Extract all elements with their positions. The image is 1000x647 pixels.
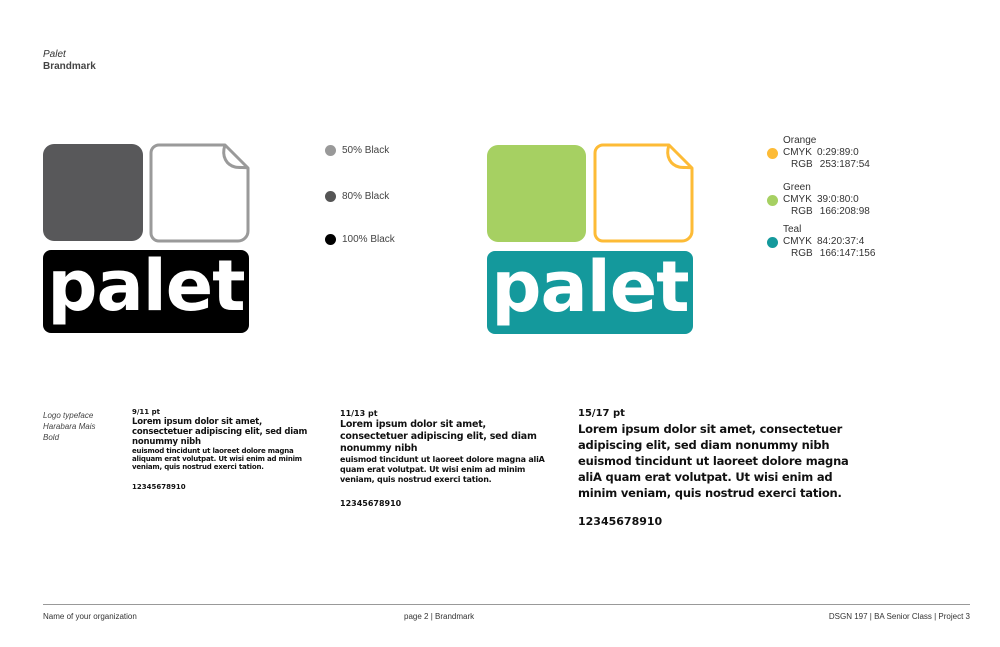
color-orange: Orange CMYK 0:29:89:0 RGB 253:187:54 (767, 135, 870, 171)
rgb-value: 166:147:156 (819, 248, 876, 259)
specimen-size: 9/11 pt (132, 408, 160, 416)
footer-course: DSGN 197 | BA Senior Class | Project 3 (828, 612, 970, 621)
cmyk-label: CMYK (783, 194, 812, 205)
logo-mono-document-icon (149, 143, 250, 243)
swatch-label: 80% Black (342, 191, 390, 202)
footer-organization: Name of your organization (43, 612, 137, 621)
rgb-value: 253:187:54 (819, 159, 870, 170)
logo-color-wordmark: palet (487, 251, 693, 334)
cmyk-label: CMYK (783, 147, 812, 158)
logo-color-document-icon (593, 143, 694, 243)
specimen-lead: Lorem ipsum dolor sit amet, consectetuer… (132, 417, 308, 447)
specimen-11pt: 11/13 pt Lorem ipsum dolor sit amet, con… (340, 409, 555, 508)
typeface-label-line: Logo typeface (43, 411, 94, 420)
specimen-15pt: 15/17 pt Lorem ipsum dolor sit amet, con… (578, 408, 868, 528)
document-title: Palet (43, 49, 66, 60)
color-name: Orange (783, 135, 817, 146)
specimen-body: Lorem ipsum dolor sit amet, consectetuer… (340, 419, 555, 485)
swatch-label: 100% Black (342, 234, 395, 245)
cmyk-value: 0:29:89:0 (817, 147, 859, 158)
color-dot (767, 236, 778, 248)
logo-color-square (487, 145, 586, 242)
specimen-9pt: 9/11 pt Lorem ipsum dolor sit amet, cons… (132, 408, 322, 491)
swatch-dot (325, 145, 336, 156)
footer-page: page 2 | Brandmark (404, 612, 475, 621)
logo-mono-wordmark: palet (43, 250, 249, 333)
cmyk-label: CMYK (783, 236, 812, 247)
wordmark-text: palet (47, 244, 245, 327)
specimen-numbers: 12345678910 (578, 515, 663, 528)
color-dot (767, 147, 778, 159)
cmyk-value: 84:20:37:4 (817, 236, 865, 247)
logo-mono-square (43, 144, 143, 241)
swatch-50-black: 50% Black (325, 145, 389, 156)
rgb-label: RGB (791, 206, 813, 217)
specimen-size: 11/13 pt (340, 409, 378, 418)
rgb-value: 166:208:98 (819, 206, 870, 217)
specimen-size: 15/17 pt (578, 408, 625, 419)
section-title: Brandmark (43, 61, 96, 72)
typeface-name: Harabara Mais (43, 422, 96, 431)
footer-divider (43, 604, 970, 605)
color-green: Green CMYK 39:0:80:0 RGB 166:208:98 (767, 182, 870, 218)
color-teal: Teal CMYK 84:20:37:4 RGB 166:147:156 (767, 224, 875, 260)
rgb-label: RGB (791, 159, 813, 170)
swatch-dot (325, 191, 336, 202)
swatch-100-black: 100% Black (325, 234, 395, 245)
specimen-lead: Lorem ipsum dolor sit amet, consectetuer… (340, 419, 537, 454)
color-dot (767, 194, 778, 206)
rgb-label: RGB (791, 248, 813, 259)
specimen-text: euismod tincidunt ut laoreet dolore magn… (340, 455, 545, 484)
specimen-numbers: 12345678910 (132, 483, 186, 491)
wordmark-text: palet (491, 245, 689, 328)
specimen-numbers: 12345678910 (340, 499, 402, 508)
typeface-label: Logo typeface Harabara Mais Bold (43, 410, 95, 443)
specimen-body: Lorem ipsum dolor sit amet, consectetuer… (132, 417, 322, 471)
swatch-80-black: 80% Black (325, 191, 389, 202)
color-name: Green (783, 182, 811, 193)
swatch-label: 50% Black (342, 145, 390, 156)
cmyk-value: 39:0:80:0 (817, 194, 859, 205)
color-name: Teal (783, 224, 802, 235)
typeface-weight: Bold (43, 433, 60, 442)
specimen-text: Lorem ipsum dolor sit amet, consectetuer… (578, 422, 849, 500)
swatch-dot (325, 234, 336, 245)
specimen-text: euismod tincidunt ut laoreet dolore magn… (132, 447, 302, 471)
